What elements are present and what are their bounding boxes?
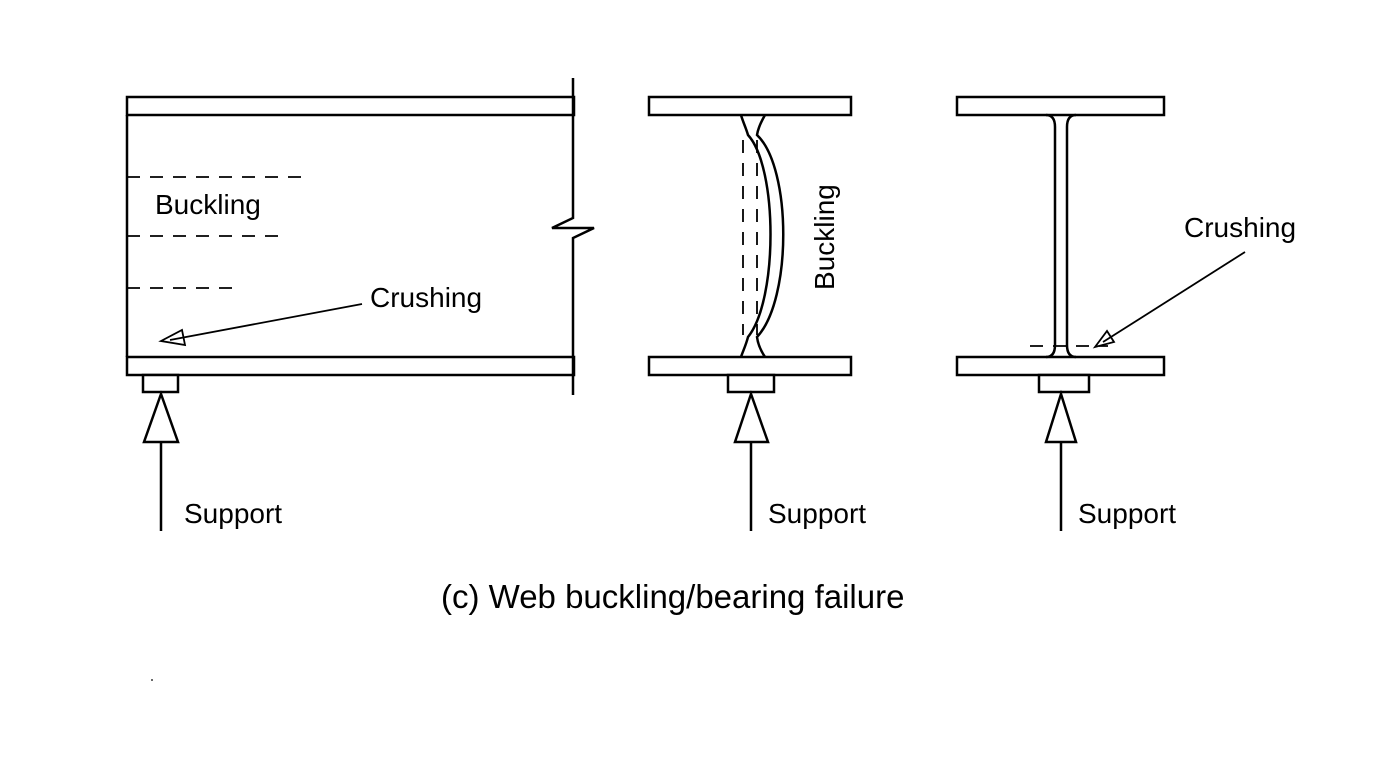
section3-crushing-leader — [1102, 251, 1246, 343]
figure-caption: (c) Web buckling/bearing failure — [441, 578, 904, 615]
side-bearing-plate — [141, 373, 180, 394]
side-break-line — [551, 78, 595, 395]
section2-top-flange — [647, 95, 853, 117]
side-crushing-label: Crushing — [370, 282, 482, 313]
section2-web-right-edge — [755, 114, 785, 358]
section3-bottom-flange — [955, 355, 1166, 377]
side-crushing-leader — [169, 303, 363, 341]
section-crushing-panel: Crushing Support — [955, 95, 1296, 531]
section3-crushing-label: Crushing — [1184, 212, 1296, 243]
side-support-label: Support — [184, 498, 282, 529]
section3-web-right-edge — [1065, 113, 1077, 359]
section3-support-label: Support — [1078, 498, 1176, 529]
side-support-arrowhead — [142, 390, 180, 444]
side-view-panel: Buckling Crushing Support — [125, 78, 595, 531]
side-top-flange — [125, 95, 576, 117]
side-crushing-arrowhead — [158, 328, 187, 347]
side-buckling-label: Buckling — [155, 189, 261, 220]
section3-crushing-arrowhead — [1092, 329, 1116, 349]
section2-support-arrowhead — [733, 390, 770, 444]
section2-web-left-edge — [739, 114, 772, 358]
section-buckling-panel: Buckling Support — [647, 95, 866, 531]
section3-web-left-edge — [1045, 113, 1057, 359]
section3-support-arrowhead — [1044, 389, 1078, 444]
section2-bearing-plate — [726, 373, 776, 394]
section3-top-flange — [955, 95, 1166, 117]
side-bottom-flange — [125, 355, 576, 377]
stray-dot — [151, 679, 153, 681]
section2-bottom-flange — [647, 355, 853, 377]
section2-support-label: Support — [768, 498, 866, 529]
section2-buckling-label: Buckling — [809, 184, 840, 290]
section3-bearing-plate — [1037, 373, 1091, 394]
